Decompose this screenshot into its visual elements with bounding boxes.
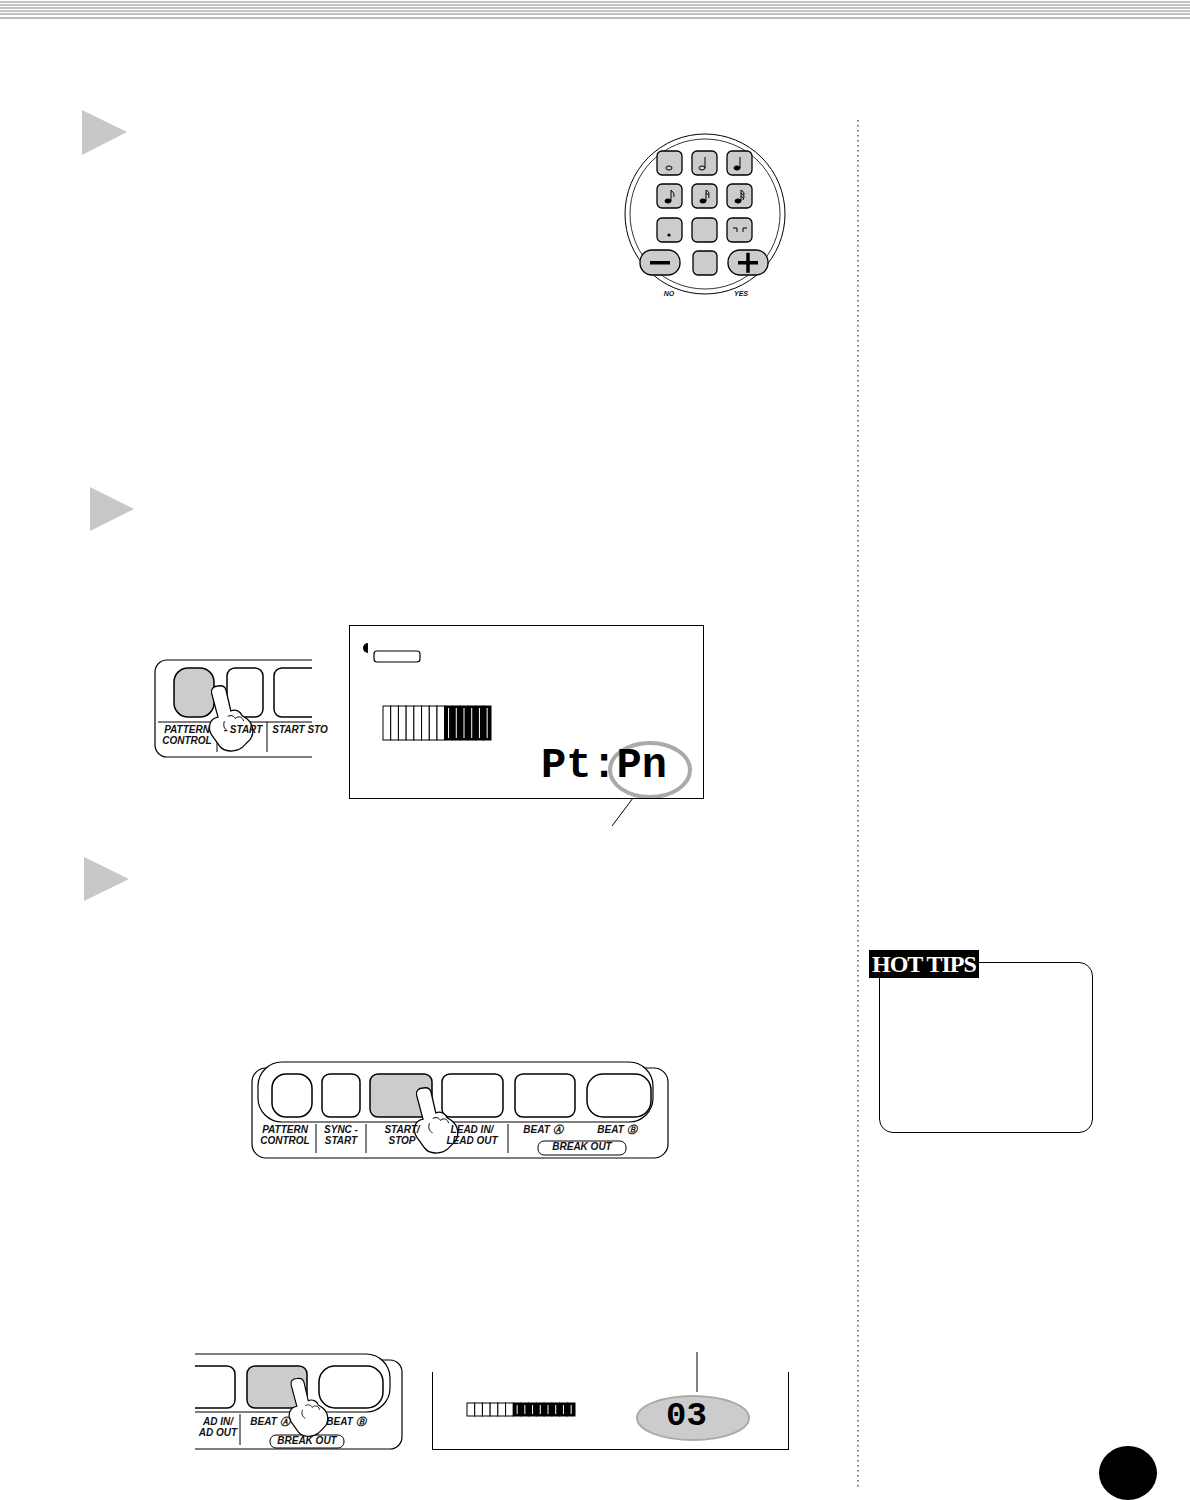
lcd-display: Pt:Pn	[349, 625, 704, 799]
display-readout: 03	[666, 1398, 707, 1435]
button-label: START/ STOP	[370, 1125, 434, 1146]
key-label: YES	[726, 290, 756, 297]
group-label: BREAK OUT	[272, 1436, 342, 1447]
button-label: PATTERN CONTROL	[254, 1125, 316, 1146]
group-label: BREAK OUT	[540, 1142, 624, 1153]
hot-tips-logo: HOT TIPS	[869, 950, 979, 978]
panel-partial	[195, 1354, 402, 1449]
panel-partial	[155, 660, 312, 757]
number-keypad	[625, 134, 785, 294]
button-label: BEAT Ⓐ	[512, 1125, 574, 1136]
hot-tips-box: HOT TIPS	[879, 962, 1093, 1133]
button-label: START STO	[270, 725, 330, 736]
button-label: BEAT Ⓐ	[246, 1417, 294, 1428]
button-label: BEAT Ⓑ	[322, 1417, 370, 1428]
lcd-display: 03	[432, 1372, 789, 1450]
button-label: SYNC - START	[318, 1125, 364, 1146]
button-label: PATTERN CONTROL	[158, 725, 216, 746]
key-label: NO	[655, 290, 683, 297]
panel-full	[252, 1062, 668, 1158]
button-label: LEAD IN/ LEAD OUT	[438, 1125, 506, 1146]
button-label: - START	[221, 725, 265, 736]
keyboard-icon	[383, 706, 491, 740]
button-label: AD IN/ AD OUT	[197, 1417, 239, 1438]
display-readout: Pt:Pn	[541, 743, 667, 789]
keyboard-icon	[467, 1403, 575, 1416]
button-label: BEAT Ⓑ	[584, 1125, 650, 1136]
